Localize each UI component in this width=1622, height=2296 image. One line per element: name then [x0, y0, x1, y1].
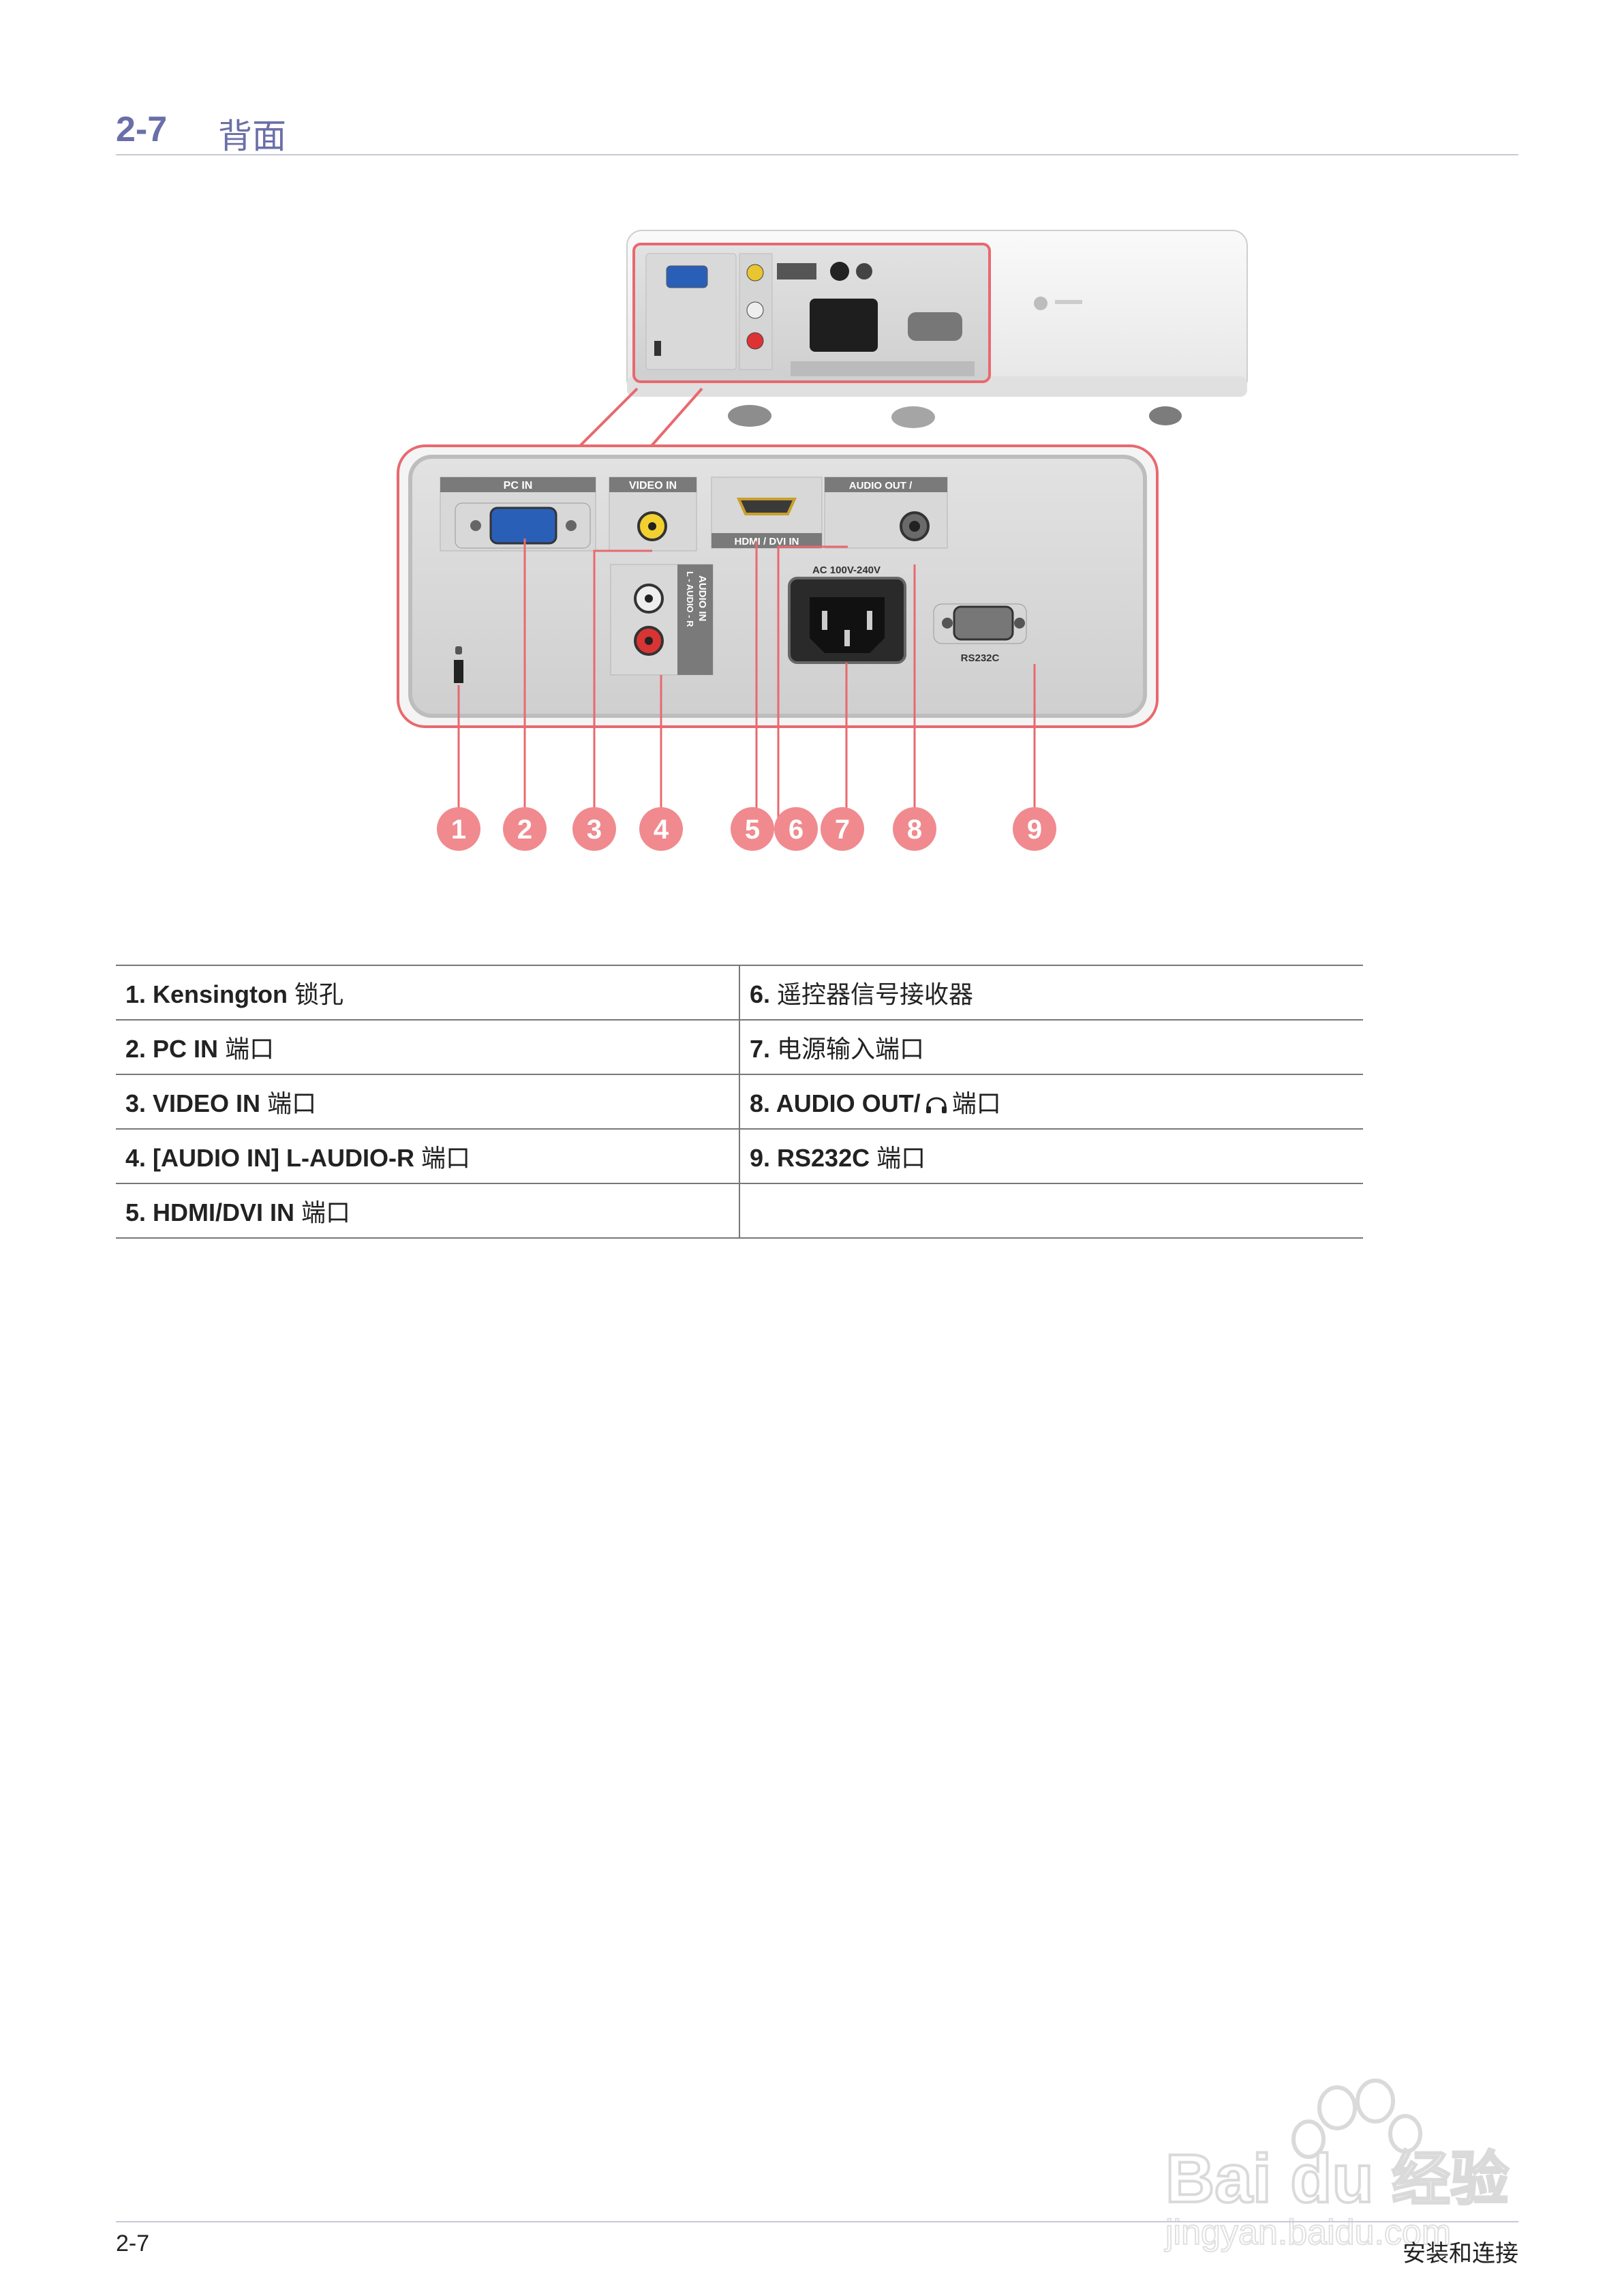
section-number: 2-7: [116, 110, 168, 149]
label-hdmi: HDMI / DVI IN: [734, 536, 799, 547]
table-cell: [739, 1183, 1363, 1239]
projector-body: [626, 230, 1248, 428]
table-cell: 4. [AUDIO IN] L-AUDIO-R 端口: [116, 1128, 739, 1184]
callout-8: 8: [907, 815, 922, 845]
table-cell: 3. VIDEO IN 端口: [116, 1074, 739, 1130]
table-cell: 2. PC IN 端口: [116, 1019, 739, 1075]
callout-9: 9: [1027, 815, 1042, 845]
callout-2: 2: [517, 815, 532, 845]
table-cell: 6. 遥控器信号接收器: [739, 965, 1363, 1021]
watermark-brand-zh: 经验: [1392, 2145, 1509, 2214]
watermark-url: jingyan.baidu.com: [1164, 2213, 1451, 2252]
table-row: 2. PC IN 端口 7. 电源输入端口: [116, 1019, 1363, 1075]
table-cell: 1. Kensington 锁孔: [116, 965, 739, 1021]
table-cell: 9. RS232C 端口: [739, 1128, 1363, 1184]
table-row: 4. [AUDIO IN] L-AUDIO-R 端口 9. RS232C 端口: [116, 1128, 1363, 1184]
label-audio-in-sub: L - AUDIO - R: [685, 571, 695, 627]
callout-1: 1: [451, 815, 466, 845]
section-header: 2-7 背面: [116, 102, 1518, 156]
table-row: 5. HDMI/DVI IN 端口: [116, 1183, 1363, 1239]
section-title: 背面: [218, 117, 286, 156]
callout-3: 3: [587, 815, 602, 845]
projector-illustration: PC IN VIDEO IN HDMI / DVI IN AUDIO OUT /…: [397, 230, 1248, 851]
projector-rear-figure: PC IN VIDEO IN HDMI / DVI IN AUDIO OUT /…: [395, 218, 1261, 873]
headphones-icon: [925, 1097, 947, 1114]
baidu-paw-icon: Bai du 经验 jingyan.baidu.com: [1163, 2079, 1510, 2253]
label-audio-in: AUDIO IN: [697, 575, 708, 622]
baidu-watermark: Bai du 经验 jingyan.baidu.com: [1159, 2066, 1540, 2256]
callout-leaders: [457, 539, 1036, 818]
label-audio-out: AUDIO OUT /: [849, 480, 913, 492]
page-number: 2-7: [116, 2231, 150, 2256]
footer-section: 安装和连接: [1403, 2240, 1518, 2267]
watermark-brand: Bai du: [1165, 2141, 1374, 2217]
table-cell: 8. AUDIO OUT/端口: [739, 1074, 1363, 1130]
table-row: 1. Kensington 锁孔 6. 遥控器信号接收器: [116, 965, 1363, 1021]
callout-badges: 1 2 3 4 5 6 7 8 9: [437, 807, 1056, 851]
label-rs232c: RS232C: [961, 652, 1000, 664]
callout-4: 4: [654, 815, 669, 845]
table-cell: 7. 电源输入端口: [739, 1019, 1363, 1075]
label-pc-in: PC IN: [504, 480, 533, 492]
table-row: 3. VIDEO IN 端口 8. AUDIO OUT/端口: [116, 1074, 1363, 1130]
table-cell: 5. HDMI/DVI IN 端口: [116, 1183, 739, 1239]
label-ac: AC 100V-240V: [812, 564, 881, 576]
port-table: 1. Kensington 锁孔 6. 遥控器信号接收器 2. PC IN 端口…: [116, 965, 1363, 1239]
label-video-in: VIDEO IN: [629, 480, 677, 492]
callout-7: 7: [835, 815, 850, 845]
page-footer: 2-7 安装和连接: [116, 2221, 1518, 2267]
callout-6: 6: [789, 815, 804, 845]
callout-5: 5: [745, 815, 760, 845]
